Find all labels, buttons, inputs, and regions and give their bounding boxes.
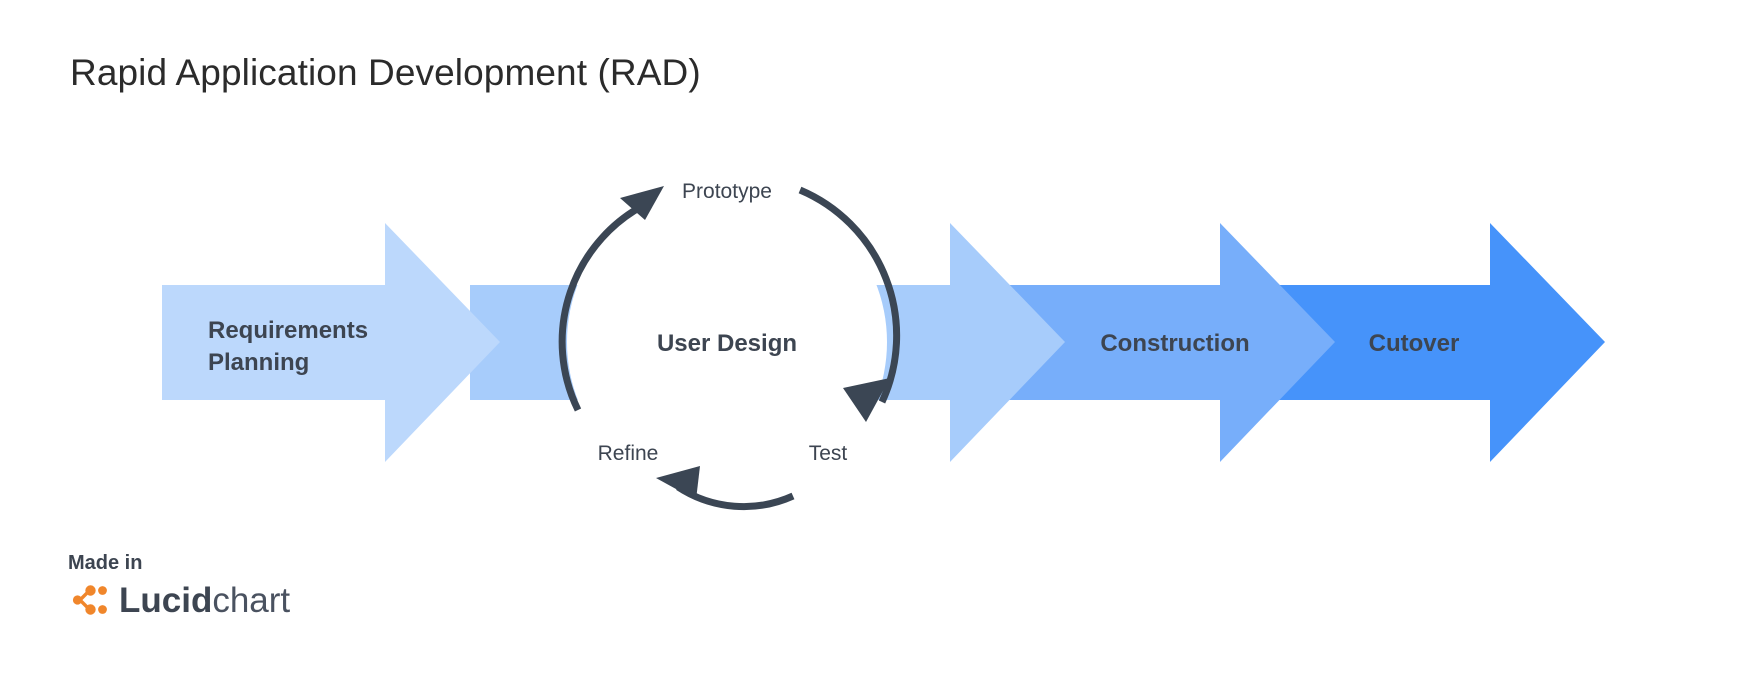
arrowhead-refine bbox=[656, 466, 700, 500]
phase-arrow-cutover-shape bbox=[1185, 223, 1605, 462]
arrowhead-prototype bbox=[620, 186, 664, 220]
phase-label-user-design: User Design bbox=[657, 330, 797, 357]
wordmark-chart: chart bbox=[212, 580, 291, 620]
phase-arrow-requirements-planning-shape bbox=[162, 223, 500, 462]
cycle-label-test: Test bbox=[809, 442, 848, 465]
phase-label-construction: Construction bbox=[1100, 330, 1249, 357]
arc-prototype-to-test bbox=[798, 186, 901, 404]
cycle-label-prototype: Prototype bbox=[682, 180, 772, 203]
wordmark-lucid: Lucid bbox=[119, 580, 213, 620]
arrowhead-test bbox=[843, 378, 890, 422]
arc-refine-to-prototype bbox=[558, 199, 650, 412]
phase-arrow-construction-shape bbox=[880, 223, 1335, 462]
phase-label-requirements-line2: Planning bbox=[208, 349, 309, 376]
phase-label-requirements-line1: Requirements bbox=[208, 317, 368, 344]
page-title: Rapid Application Development (RAD) bbox=[70, 52, 701, 93]
phase-arrow-requirements-planning bbox=[162, 223, 500, 462]
cycle-disc bbox=[567, 182, 887, 502]
lucidchart-wordmark: Lucidchart bbox=[119, 583, 290, 618]
made-in-label: Made in bbox=[68, 552, 143, 574]
lucidchart-attribution: Made in Lucidchart bbox=[68, 552, 388, 619]
phase-label-cutover: Cutover bbox=[1369, 330, 1460, 357]
phase-arrow-cutover bbox=[1185, 223, 1605, 462]
lucidchart-logo-icon bbox=[72, 585, 107, 615]
phase-arrow-construction bbox=[880, 223, 1335, 462]
cycle-label-refine: Refine bbox=[598, 442, 659, 465]
